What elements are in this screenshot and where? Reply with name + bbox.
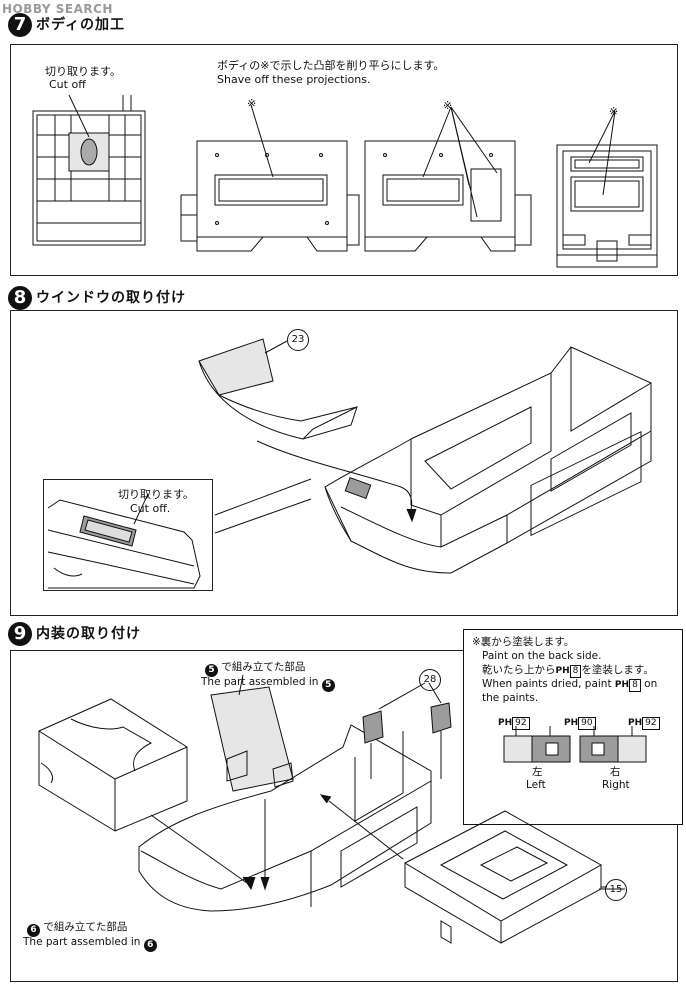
step-7-number: 7 (8, 13, 32, 37)
assembled-5-note-jp: 5 で組み立てた部品 (205, 661, 305, 677)
paint-line-4a: When paints dried, paint (482, 678, 612, 690)
step-9-panel: 5 で組み立てた部品 The part assembled in 5 6 で組み… (10, 629, 683, 982)
ph-label-5: PH (628, 718, 643, 728)
detail-cut-note-jp: 切り取ります。 (118, 488, 194, 501)
projection-mark-3: ※ (609, 105, 619, 118)
cut-off-detail-box: 切り取ります。 Cut off. (43, 479, 213, 591)
shave-note-en: Shave off these projections. (217, 73, 371, 86)
paint-code-top: 8 (569, 665, 582, 678)
cut-off-note-jp: 切り取ります。 (45, 65, 121, 78)
step-5-ref-icon: 5 (205, 664, 218, 677)
paint-code-1-num: 92 (512, 717, 530, 730)
projection-mark-1: ※ (247, 97, 257, 110)
right-label-jp: 右 (610, 766, 621, 778)
watermark-logo: HOBBY SEARCH (2, 2, 113, 16)
assembled-6-jp-text: で組み立てた部品 (43, 921, 128, 933)
assembled-5-jp-text: で組み立てた部品 (221, 661, 306, 673)
projection-mark-2: ※ (443, 99, 453, 112)
ph-label-2: PH (614, 680, 630, 690)
step-6-ref-icon: 6 (27, 924, 40, 937)
step-7-panel: 切り取ります。 Cut off ボディの※で示した凸部を削り平らにします。 Sh… (10, 44, 678, 276)
paint-line-3b: を塗装します。 (581, 664, 654, 676)
right-label-en: Right (602, 779, 630, 791)
part-28-label: 28 (419, 669, 441, 691)
paint-code-3-num: 92 (642, 717, 660, 730)
step-6-ref-icon-en: 6 (143, 939, 157, 952)
assembled-6-note-jp: 6 で組み立てた部品 (27, 921, 127, 937)
cut-off-note-en: Cut off (49, 78, 86, 91)
left-label-jp: 左 (532, 766, 543, 778)
step-9-illustration (38, 674, 625, 944)
paint-instruction-box: ※裏から塗装します。 Paint on the back side. 乾いたら上… (463, 629, 683, 825)
left-label-en: Left (526, 779, 546, 791)
lamp-color-diagrams (503, 726, 647, 763)
detail-illustration (47, 493, 201, 589)
paint-line-5: the paints. (482, 692, 539, 704)
step-8-illustration (198, 338, 652, 574)
step-8-panel: 23 切り取ります。 Cut off. (10, 310, 678, 616)
step-9-title: 内装の取り付け (36, 626, 141, 642)
step-8-title: ウインドウの取り付け (36, 290, 186, 306)
paint-line-3a: 乾いたら上から (482, 664, 556, 676)
paint-code-2-num: 90 (578, 717, 596, 730)
assembled-6-en-text: The part assembled in (23, 936, 141, 948)
ph-label-3: PH (498, 718, 513, 728)
step-5-ref-icon-en: 5 (321, 679, 335, 692)
step-8-number: 8 (8, 286, 32, 310)
step-7-illustrations (32, 94, 658, 268)
paint-code-top-2: 8 (629, 679, 641, 692)
step-9-number: 9 (8, 622, 32, 646)
step-7-title: ボディの加工 (36, 17, 126, 33)
assembled-5-note-en: The part assembled in 5 (201, 676, 335, 692)
paint-line-4b: on (644, 678, 658, 690)
assembled-5-en-text: The part assembled in (201, 676, 319, 688)
ph-label: PH (555, 666, 570, 676)
ph-label-4: PH (564, 718, 579, 728)
paint-line-1: ※裏から塗装します。 (472, 636, 575, 648)
part-23-label: 23 (287, 329, 309, 351)
shave-note-jp: ボディの※で示した凸部を削り平らにします。 (217, 59, 445, 72)
paint-line-2: Paint on the back side. (482, 650, 602, 662)
assembled-6-note-en: The part assembled in 6 (23, 936, 157, 952)
